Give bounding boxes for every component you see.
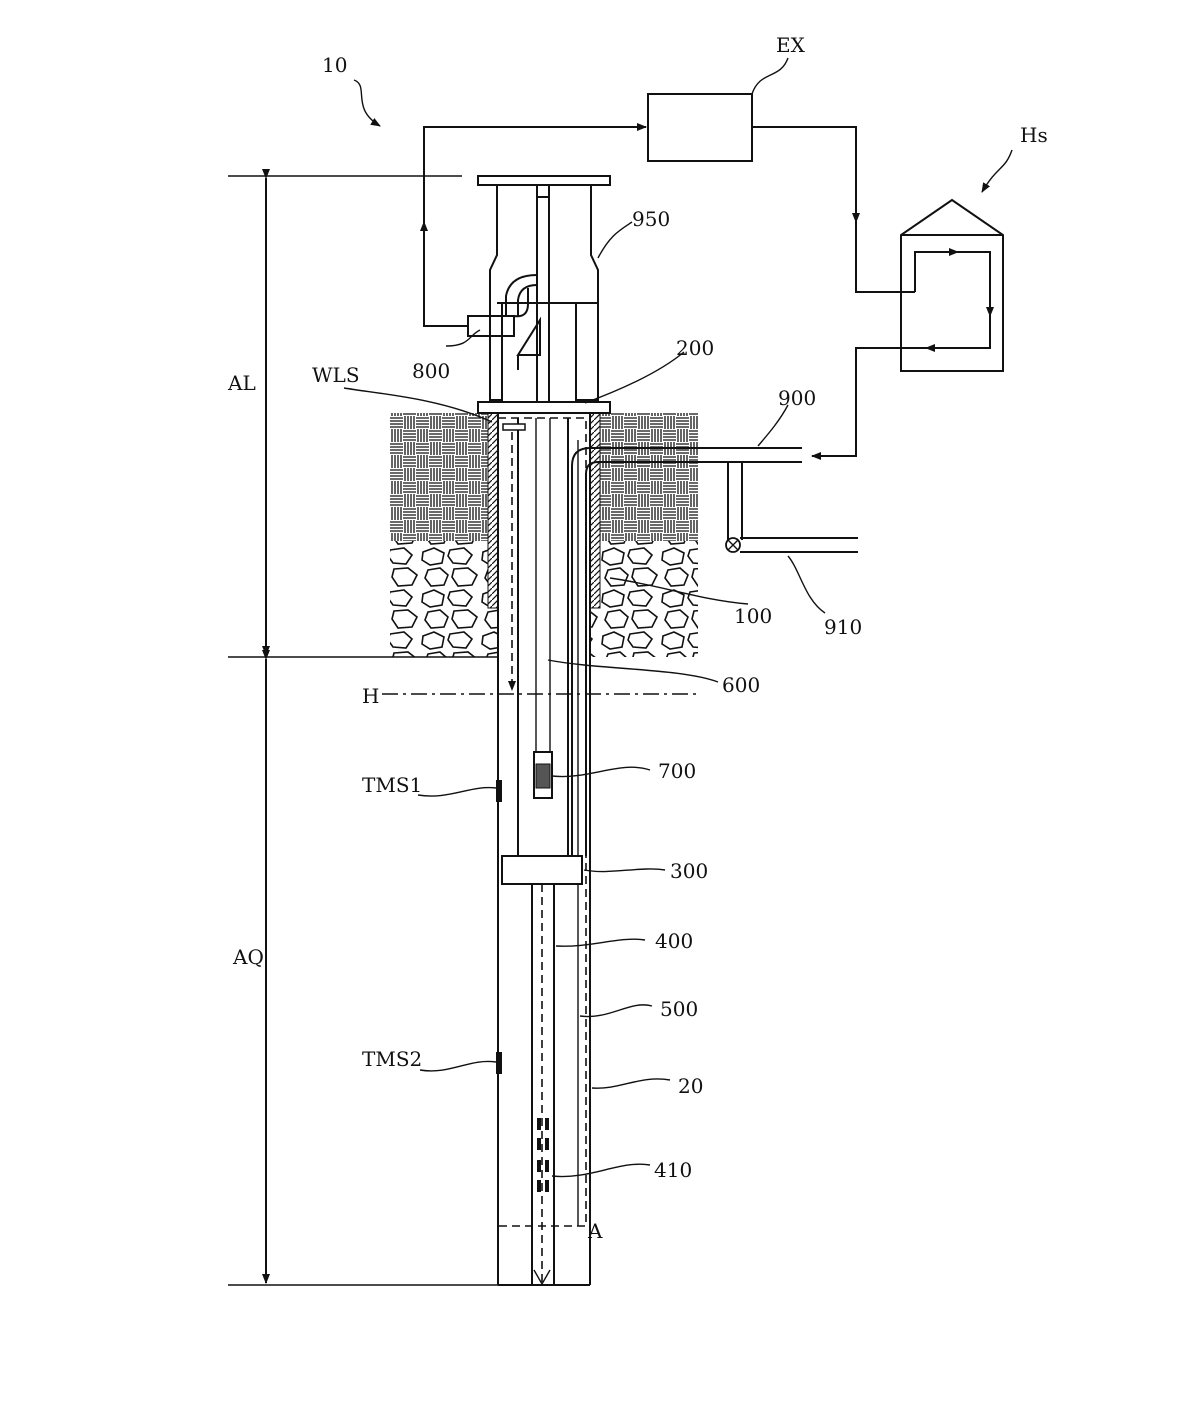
label-al: AL — [227, 371, 256, 395]
label-aq: AQ — [232, 945, 264, 969]
pipe-910 — [726, 462, 858, 552]
ex-box — [648, 94, 752, 161]
label-a: A — [587, 1219, 603, 1243]
label-10: 10 — [322, 53, 347, 77]
label-950: 950 — [632, 207, 670, 231]
wellhead-housing-950 — [478, 176, 610, 413]
label-800: 800 — [412, 359, 450, 383]
water-level-sensor — [503, 424, 525, 430]
label-500: 500 — [660, 997, 698, 1021]
gravel-layer-right — [590, 541, 698, 657]
label-wls: WLS — [312, 363, 360, 387]
perforations-410 — [537, 1118, 549, 1192]
flow-hs-return — [814, 348, 926, 456]
label-hs: Hs — [1020, 123, 1048, 147]
label-20: 20 — [678, 1074, 703, 1098]
upper-soil-right — [590, 413, 698, 541]
inner-pipes — [518, 418, 578, 1285]
label-910: 910 — [824, 615, 862, 639]
temperature-sensor-tms1 — [496, 780, 502, 802]
label-900: 900 — [778, 386, 816, 410]
label-ex: EX — [776, 33, 806, 57]
label-700: 700 — [658, 759, 696, 783]
label-600: 600 — [722, 673, 760, 697]
temperature-sensor-tms2 — [496, 1052, 502, 1074]
upper-soil-left — [390, 413, 498, 541]
grout-left — [488, 413, 498, 608]
label-tms2: TMS2 — [362, 1047, 422, 1071]
flow-ex-to-hs — [752, 127, 856, 222]
label-200: 200 — [676, 336, 714, 360]
label-100: 100 — [734, 604, 772, 628]
packer-300 — [502, 856, 582, 884]
label-410: 410 — [654, 1158, 692, 1182]
label-400: 400 — [655, 929, 693, 953]
flow-line-to-ex — [424, 127, 646, 326]
label-300: 300 — [670, 859, 708, 883]
ground-layers — [390, 413, 698, 657]
label-h: H — [362, 684, 379, 708]
component-700-mesh — [536, 764, 550, 788]
grout-right — [590, 413, 600, 608]
house-hs — [901, 200, 1003, 371]
label-tms1: TMS1 — [362, 773, 422, 797]
gravel-layer-left — [390, 541, 498, 657]
